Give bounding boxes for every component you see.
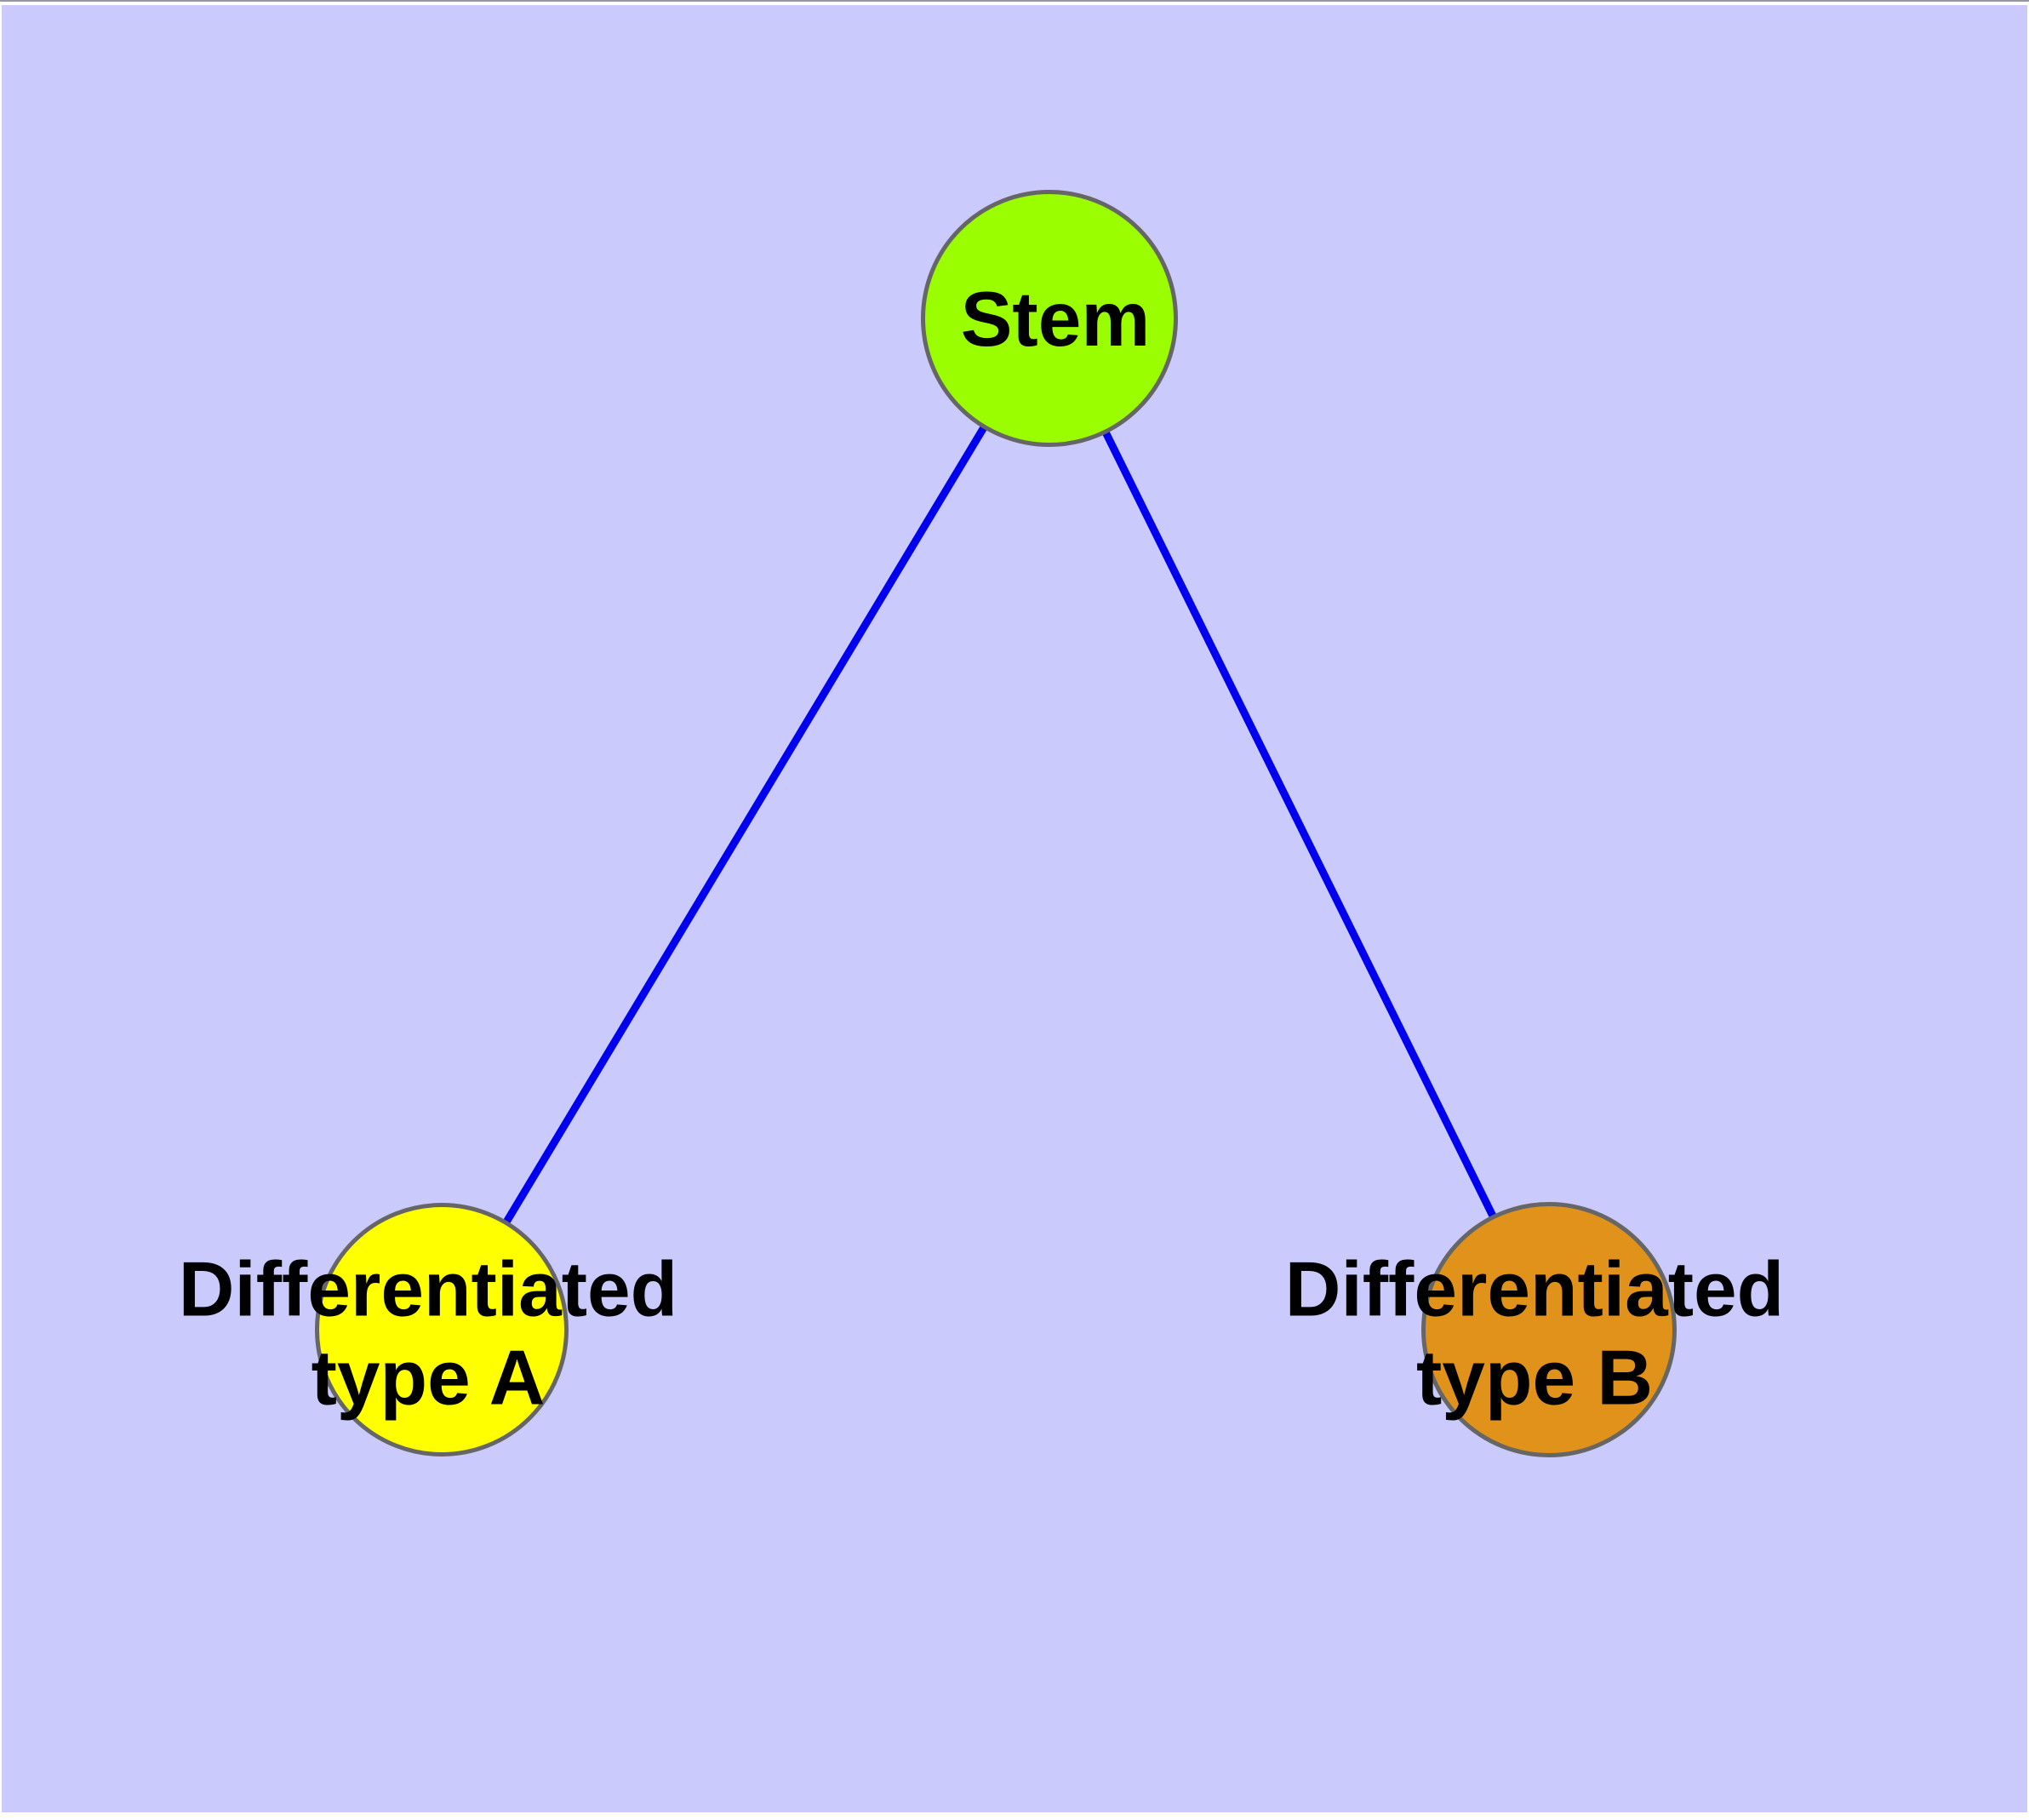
node-label-stem: Stem — [960, 277, 1151, 363]
node-differentiated-type-a — [315, 1203, 569, 1457]
edge-stem-to-type-b — [1045, 317, 1553, 1331]
edge-stem-to-type-a — [438, 316, 1053, 1332]
node-label-differentiated-type-a: Differentiated type A — [178, 1246, 678, 1421]
diagram-canvas: Stem Differentiated type A Differentiate… — [2, 5, 2027, 1812]
node-differentiated-type-b — [1421, 1202, 1677, 1457]
window-top-edge — [0, 0, 2029, 2]
node-label-differentiated-type-b: Differentiated type B — [1284, 1246, 1785, 1421]
edges-layer — [438, 316, 1553, 1332]
node-stem — [921, 190, 1178, 447]
